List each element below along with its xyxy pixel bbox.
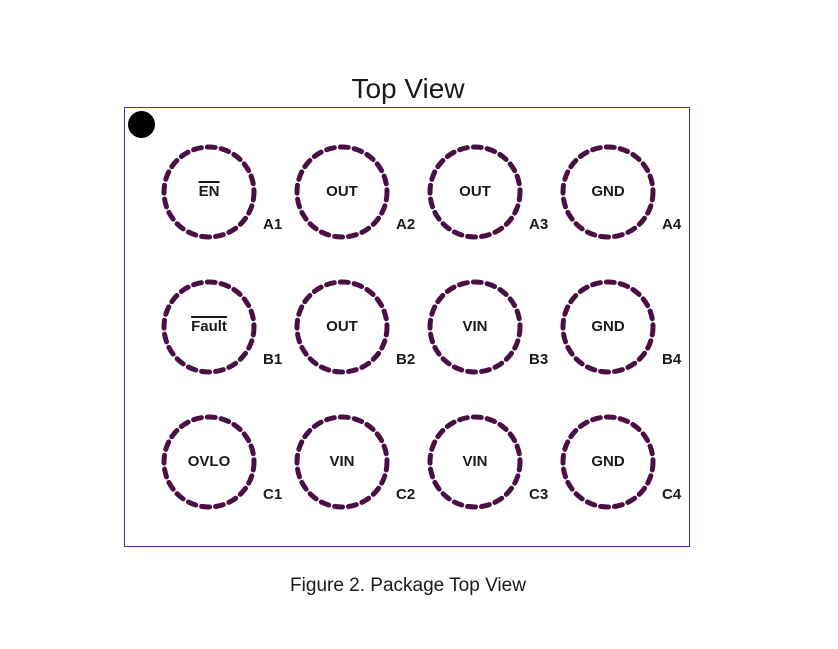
ball-b4: GND: [559, 278, 657, 376]
ball-ring-icon: [560, 279, 656, 375]
ball-b2: OUT: [293, 278, 391, 376]
ball-a1: EN: [160, 143, 258, 241]
ball-c2: VIN: [293, 413, 391, 511]
ball-signal-label: OUT: [459, 183, 491, 200]
ball-a3: OUT: [426, 143, 524, 241]
ball-ring-icon: [427, 279, 523, 375]
ball-id-label: B2: [396, 351, 416, 368]
ball-id-label: A2: [396, 216, 416, 233]
ball-id-label: A4: [662, 216, 682, 233]
ball-ring-icon: [294, 414, 390, 510]
ball-ring-icon: [161, 144, 257, 240]
figure-caption: Figure 2. Package Top View: [290, 575, 526, 596]
ball-id-label: A3: [529, 216, 549, 233]
ball-signal-label: Fault: [191, 318, 227, 335]
ball-ring-icon: [427, 414, 523, 510]
ball-id-label: B4: [662, 351, 682, 368]
ball-ring-icon: [427, 144, 523, 240]
ball-ring-icon: [294, 144, 390, 240]
ball-b3: VIN: [426, 278, 524, 376]
ball-signal-label: OUT: [326, 183, 358, 200]
package-outline: [124, 107, 690, 547]
ball-a4: GND: [559, 143, 657, 241]
ball-a2: OUT: [293, 143, 391, 241]
ball-signal-label: VIN: [329, 453, 355, 470]
ball-id-label: C2: [396, 486, 416, 503]
ball-id-label: A1: [263, 216, 283, 233]
ball-c4: GND: [559, 413, 657, 511]
ball-id-label: C4: [662, 486, 682, 503]
ball-c3: VIN: [426, 413, 524, 511]
ball-signal-label: VIN: [462, 318, 488, 335]
ball-ring-icon: [560, 144, 656, 240]
ball-id-label: C1: [263, 486, 283, 503]
ball-signal-label: EN: [198, 183, 220, 200]
ball-signal-label: GND: [591, 318, 625, 335]
pin1-marker-dot: [128, 111, 155, 138]
ball-id-label: C3: [529, 486, 549, 503]
ball-id-label: B1: [263, 351, 283, 368]
ball-ring-icon: [161, 414, 257, 510]
diagram-title: Top View: [351, 73, 465, 104]
ball-ring-icon: [294, 279, 390, 375]
ball-c1: OVLO: [160, 413, 258, 511]
ball-signal-label: GND: [591, 453, 625, 470]
ball-signal-label: OUT: [326, 318, 358, 335]
ball-signal-label: GND: [591, 183, 625, 200]
ball-signal-label: OVLO: [187, 453, 231, 470]
ball-ring-icon: [560, 414, 656, 510]
ball-b1: Fault: [160, 278, 258, 376]
ball-ring-icon: [161, 279, 257, 375]
ball-id-label: B3: [529, 351, 549, 368]
ball-signal-label: VIN: [462, 453, 488, 470]
